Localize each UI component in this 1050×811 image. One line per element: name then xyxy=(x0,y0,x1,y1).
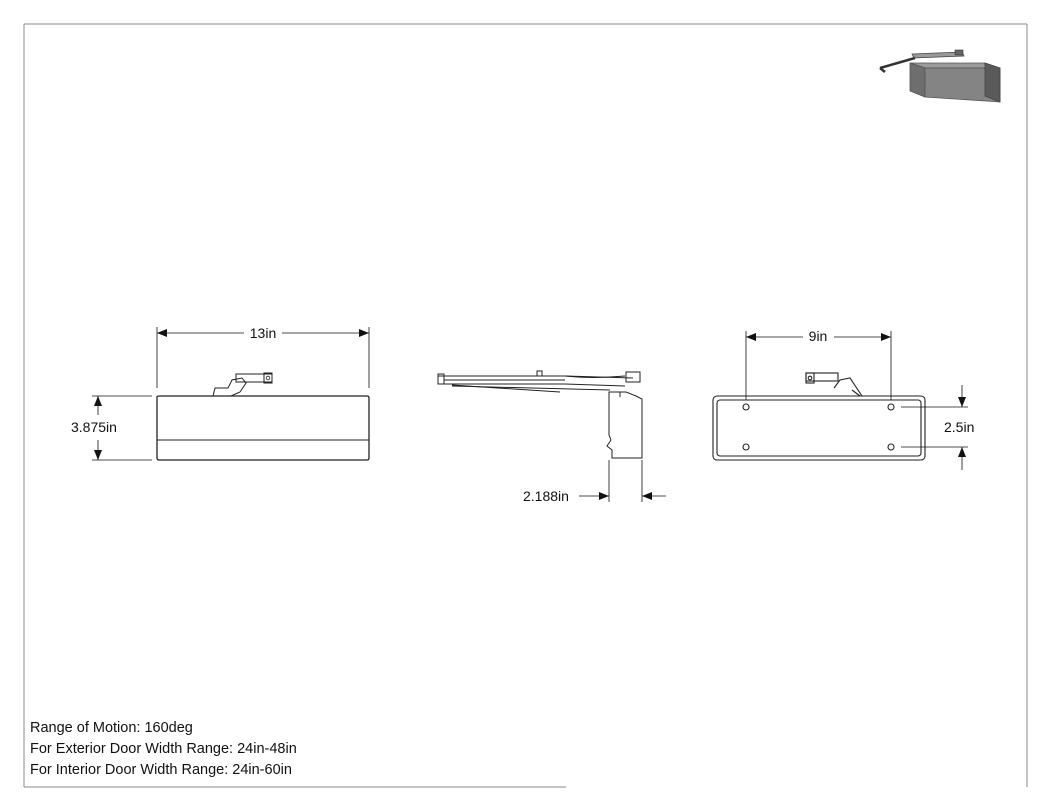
front-view xyxy=(156,372,370,461)
back-width-label: 9in xyxy=(809,328,828,344)
front-width-label: 13in xyxy=(250,325,276,341)
exterior-door-width-note: For Exterior Door Width Range: 24in-48in xyxy=(30,741,297,757)
spec-notes: Range of Motion: 160deg For Exterior Doo… xyxy=(30,718,297,781)
back-width-dimension xyxy=(745,331,892,400)
interior-door-width-note: For Interior Door Width Range: 24in-60in xyxy=(30,762,292,778)
back-height-dimension xyxy=(901,385,968,470)
sheet-border xyxy=(23,23,1028,788)
range-of-motion-note: Range of Motion: 160deg xyxy=(30,720,193,736)
front-width-dimension xyxy=(156,327,370,388)
isometric-thumbnail xyxy=(879,49,1001,103)
side-view xyxy=(437,370,643,459)
side-depth-label: 2.188in xyxy=(523,488,569,504)
side-depth-dimension xyxy=(579,460,666,502)
back-view xyxy=(712,372,926,461)
front-height-dimension xyxy=(92,395,152,461)
front-height-label: 3.875in xyxy=(71,419,117,435)
back-height-label: 2.5in xyxy=(944,419,974,435)
